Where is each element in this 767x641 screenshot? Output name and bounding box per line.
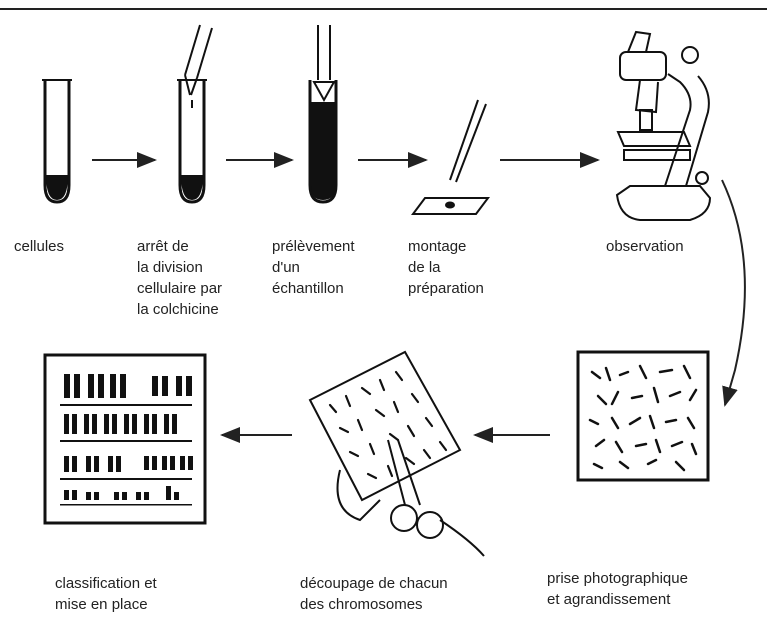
microscope-icon bbox=[617, 32, 710, 220]
test-tube-cells-icon bbox=[42, 80, 72, 202]
label-observation: observation bbox=[606, 236, 684, 257]
label-cutting: découpage de chacun des chromosomes bbox=[300, 573, 448, 615]
test-tube-pipette-icon bbox=[177, 25, 212, 202]
label-cells: cellules bbox=[14, 236, 64, 257]
label-photo: prise photographique et agrandissement bbox=[547, 568, 688, 610]
test-tube-sample-icon bbox=[310, 25, 336, 202]
karyotype-sheet-icon bbox=[45, 355, 205, 523]
chromosome-photo-icon bbox=[578, 352, 708, 480]
slide-mounting-icon bbox=[413, 100, 488, 214]
label-mounting: montage de la préparation bbox=[408, 236, 484, 299]
scissors-cutting-icon bbox=[310, 352, 484, 556]
label-classification: classification et mise en place bbox=[55, 573, 157, 615]
label-arrest: arrêt de la division cellulaire par la c… bbox=[137, 236, 222, 320]
label-sample: prélèvement d'un échantillon bbox=[272, 236, 355, 299]
arrow-5-curved bbox=[722, 180, 745, 405]
